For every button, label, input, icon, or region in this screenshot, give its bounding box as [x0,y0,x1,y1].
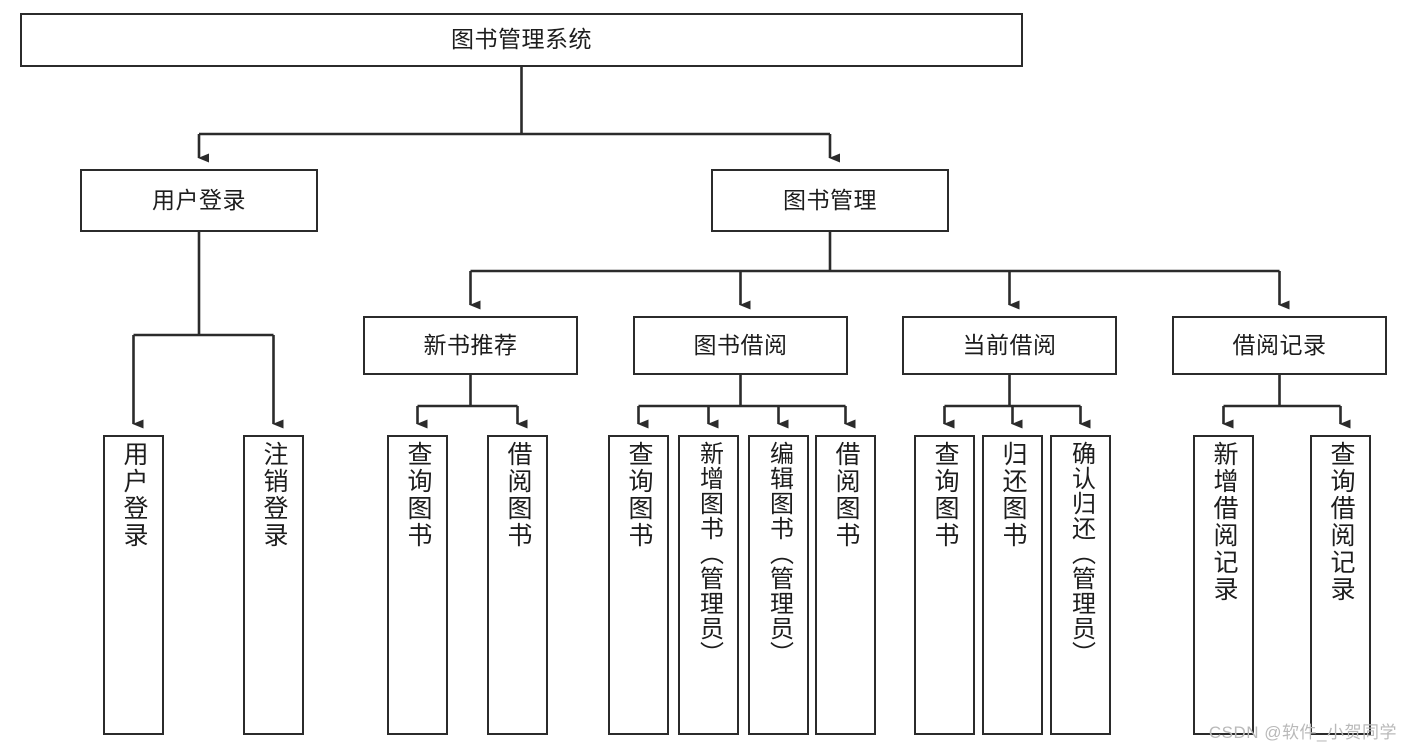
node-label: 新增借阅记录 [1210,441,1238,603]
node-book-borrow[interactable]: 图书借阅 [633,316,848,375]
node-label: 借阅记录 [1232,331,1327,358]
node-new-book-rec[interactable]: 新书推荐 [363,316,578,375]
node-label: 借阅图书 [832,441,860,549]
node-leaf-confirm-return[interactable]: 确认归还（管理员） [1050,435,1111,735]
node-leaf-query-record[interactable]: 查询借阅记录 [1310,435,1371,735]
node-label: 确认归还（管理员） [1067,441,1095,666]
node-label: 查询借阅记录 [1327,441,1355,603]
node-leaf-borrow-book-2[interactable]: 借阅图书 [815,435,876,735]
node-leaf-user-logout[interactable]: 注销登录 [243,435,304,735]
node-leaf-add-book[interactable]: 新增图书（管理员） [678,435,739,735]
node-label: 编辑图书（管理员） [765,441,793,666]
node-leaf-add-record[interactable]: 新增借阅记录 [1193,435,1254,735]
csdn-watermark: CSDN @软件_小贺同学 [1208,723,1397,742]
node-leaf-query-book-2[interactable]: 查询图书 [608,435,669,735]
node-leaf-user-login[interactable]: 用户登录 [103,435,164,735]
node-label: 查询图书 [625,441,653,549]
node-root[interactable]: 图书管理系统 [20,13,1023,67]
node-label: 归还图书 [999,441,1027,549]
node-label: 新书推荐 [423,331,518,358]
node-label: 图书借阅 [693,331,788,358]
node-label: 图书管理系统 [451,26,592,53]
node-leaf-query-book-3[interactable]: 查询图书 [914,435,975,735]
node-label: 用户登录 [152,186,246,213]
node-current-borrow[interactable]: 当前借阅 [902,316,1117,375]
node-book-manage[interactable]: 图书管理 [711,169,949,232]
node-leaf-edit-book[interactable]: 编辑图书（管理员） [748,435,809,735]
node-label: 借阅图书 [504,441,532,549]
node-label: 查询图书 [404,441,432,549]
node-label: 注销登录 [260,441,288,549]
node-leaf-borrow-book-1[interactable]: 借阅图书 [487,435,548,735]
node-label: 新增图书（管理员） [695,441,723,666]
node-leaf-query-book-1[interactable]: 查询图书 [387,435,448,735]
node-label: 图书管理 [783,186,877,213]
node-label: 当前借阅 [962,331,1057,358]
node-borrow-record[interactable]: 借阅记录 [1172,316,1387,375]
node-label: 查询图书 [931,441,959,549]
node-user-login[interactable]: 用户登录 [80,169,318,232]
node-leaf-return-book[interactable]: 归还图书 [982,435,1043,735]
node-label: 用户登录 [120,441,148,549]
